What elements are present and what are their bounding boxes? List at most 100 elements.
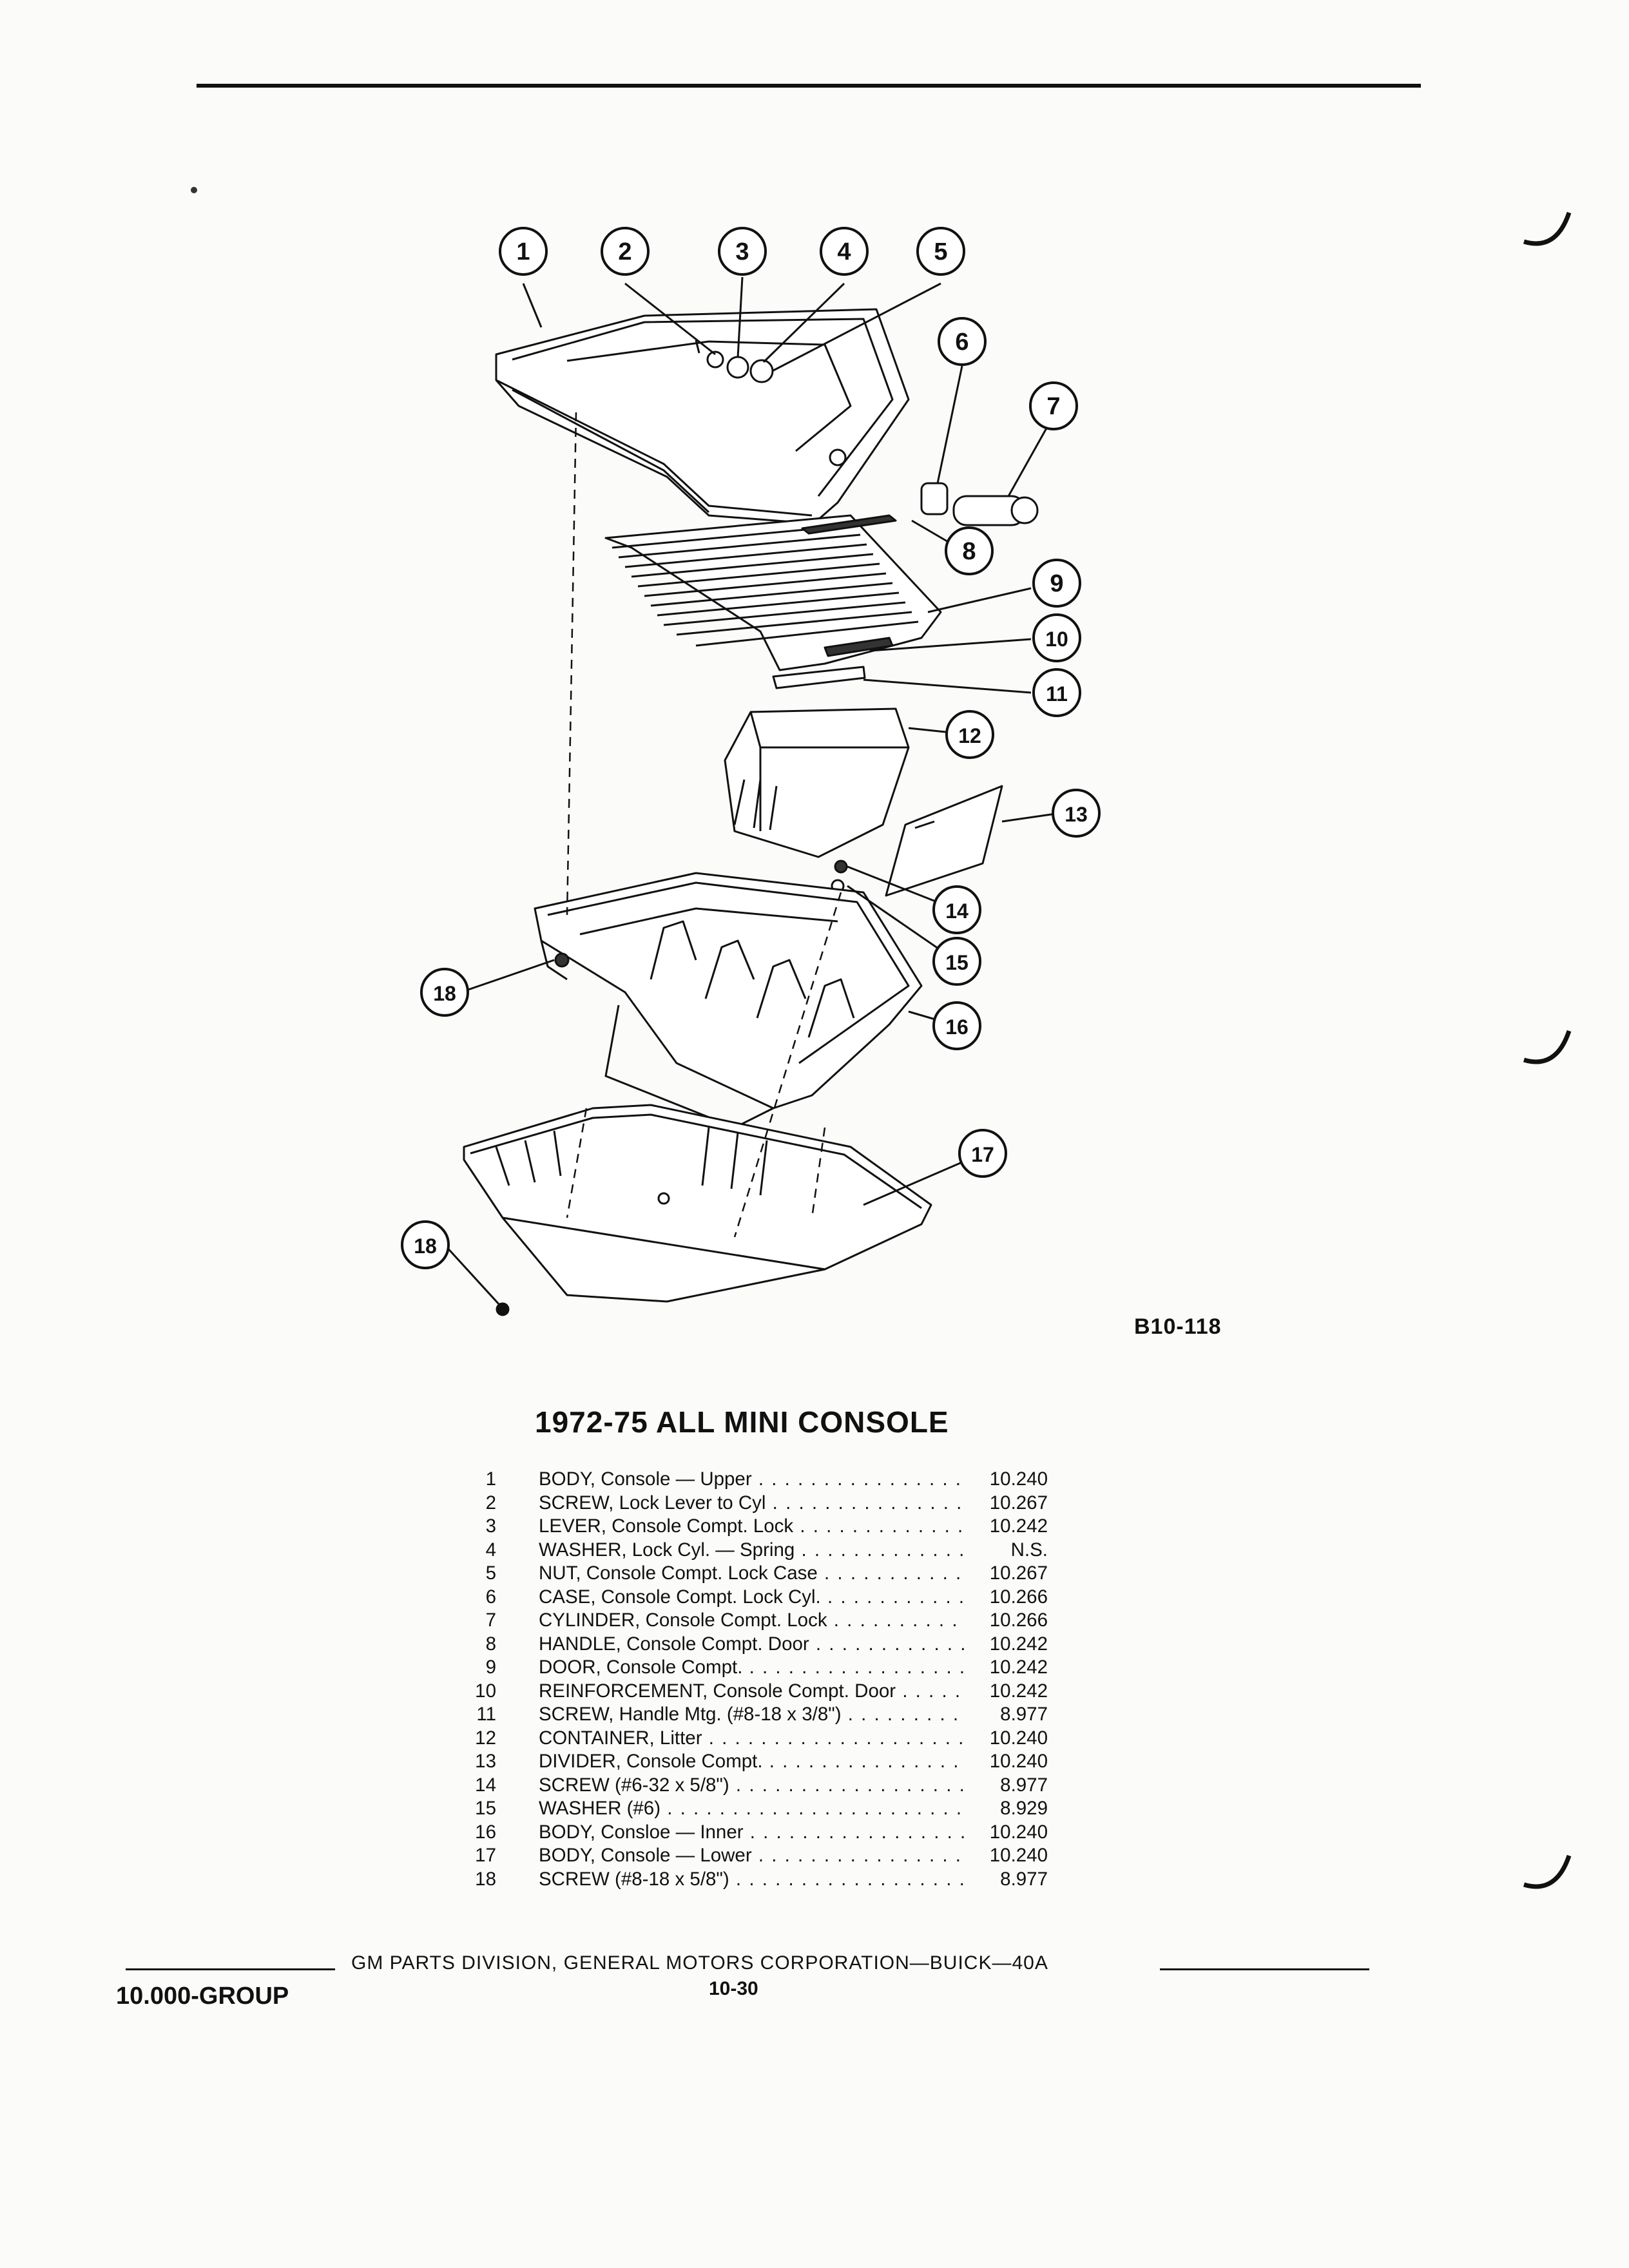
leader-dots: . . . . . . . . . . . . . . . . . . . . … [708,1727,964,1749]
leader-dots: . . . . . . . . . . . . . . . . . . . . … [847,1704,964,1725]
leader-dots: . . . . . . . . . . . . . . . . . . . . … [769,1751,964,1772]
part-description: SCREW (#6-32 x 5/8") . . . . . . . . . .… [539,1774,964,1798]
part-name: LEVER, Console Compt. Lock [539,1515,794,1537]
callout-label: 2 [618,238,631,265]
group-reference: 10.240 [989,1821,1048,1843]
leader-dots: . . . . . . . . . . . . . . . . . . . . … [827,1586,964,1608]
part-number: 7 [485,1610,496,1631]
binder-hole-mark [1523,1854,1572,1889]
callout-18: 18 [401,1220,450,1269]
part-number: 10 [475,1680,496,1702]
upper-console-body [495,308,910,526]
footer-rule-left [126,1968,335,1970]
group-reference: 10.240 [989,1468,1048,1490]
group-reference: 10.266 [989,1586,1048,1608]
callout-8: 8 [945,526,994,575]
part-number: 15 [475,1798,496,1819]
leader-dots: . . . . . . . . . . . . . . . . . . . . … [735,1774,964,1796]
group-reference: 10.267 [989,1562,1048,1584]
part-description: SCREW, Lock Lever to Cyl . . . . . . . .… [539,1492,964,1515]
group-reference: N.S. [1010,1539,1048,1561]
leader-dots: . . . . . . . . . . . . . . . . . . . . … [833,1610,964,1631]
part-number: 12 [475,1727,496,1749]
ink-dot [191,187,197,193]
part-name: CYLINDER, Console Compt. Lock [539,1610,827,1631]
leader-dots: . . . . . . . . . . . . . . . . . . . . … [667,1798,964,1819]
part-description: DOOR, Console Compt. . . . . . . . . . .… [539,1656,964,1680]
publisher-line: GM PARTS DIVISION, GENERAL MOTORS CORPOR… [351,1952,1048,1974]
group-reference: 10.242 [989,1657,1048,1678]
page-number: 10-30 [709,1978,758,1999]
callout-15: 15 [932,937,981,986]
callout-label: 8 [962,538,976,565]
page-title: 1972-75 ALL MINI CONSOLE [535,1405,949,1439]
callout-16: 16 [932,1001,981,1050]
inner-console-body [534,872,923,1129]
callout-label: 15 [945,951,969,974]
part-name: WASHER, Lock Cyl. — Spring [539,1539,795,1561]
callout-label: 18 [433,982,456,1005]
callout-label: 14 [945,899,969,923]
part-number: 1 [485,1468,496,1490]
part-row: 9 DOOR, Console Compt. . . . . . . . . . … [451,1656,1095,1680]
leader-dots: . . . . . . . . . . . . . . . . . . . . … [749,1657,964,1678]
group-label: 10.000-GROUP [116,1983,289,2010]
callout-label: 13 [1065,803,1088,826]
part-row: 1 BODY, Console — Upper . . . . . . . . .… [451,1468,1095,1492]
callout-4: 4 [820,227,869,276]
litter-container [724,707,910,858]
part-name: HANDLE, Console Compt. Door [539,1633,809,1655]
leader-dots: . . . . . . . . . . . . . . . . . . . . … [824,1562,964,1584]
part-description: HANDLE, Console Compt. Door . . . . . . … [539,1633,964,1657]
callout-10: 10 [1032,613,1081,662]
callout-18: 18 [420,968,469,1017]
callout-label: 9 [1050,570,1063,597]
part-number: 11 [476,1704,496,1725]
part-row: 17 BODY, Console — Lower . . . . . . . . … [451,1844,1095,1868]
leader-dots: . . . . . . . . . . . . . . . . . . . . … [801,1539,964,1561]
callout-label: 16 [945,1015,969,1039]
part-number: 9 [485,1657,496,1678]
callout-17: 17 [958,1129,1007,1178]
group-reference: 8.977 [1000,1774,1048,1796]
callout-1: 1 [499,227,548,276]
parts-list: 1 BODY, Console — Upper . . . . . . . . .… [451,1468,1095,1891]
part-number: 13 [475,1751,496,1772]
callout-label: 17 [971,1143,994,1166]
group-reference: 10.266 [989,1610,1048,1631]
group-reference: 10.242 [989,1633,1048,1655]
part-description: CONTAINER, Litter . . . . . . . . . . . … [539,1727,964,1751]
callout-label: 7 [1046,393,1060,420]
leader-dots: . . . . . . . . . . . . . . . . . . . . … [800,1515,964,1537]
part-number: 17 [475,1845,496,1866]
footer-rule-right [1160,1968,1369,1970]
group-reference: 8.977 [1000,1704,1048,1725]
part-name: CONTAINER, Litter [539,1727,702,1749]
part-row: 13 DIVIDER, Console Compt. . . . . . . . … [451,1750,1095,1774]
part-name: NUT, Console Compt. Lock Case [539,1562,818,1584]
part-description: BODY, Console — Upper . . . . . . . . . … [539,1468,964,1492]
callout-5: 5 [916,227,965,276]
lower-console-body [463,1104,932,1316]
leader-dots: . . . . . . . . . . . . . . . . . . . . … [758,1468,964,1490]
callout-label: 11 [1046,682,1068,706]
leader-dots: . . . . . . . . . . . . . . . . . . . . … [735,1868,964,1890]
part-name: DIVIDER, Console Compt. [539,1751,763,1772]
callout-11: 11 [1032,668,1081,717]
part-name: BODY, Console — Lower [539,1845,752,1866]
group-reference: 10.240 [989,1727,1048,1749]
part-number: 18 [475,1868,496,1890]
group-reference: 8.977 [1000,1868,1048,1890]
callout-12: 12 [945,710,994,759]
part-name: CASE, Console Compt. Lock Cyl. [539,1586,821,1608]
group-reference: 10.242 [989,1515,1048,1537]
part-description: BODY, Console — Lower . . . . . . . . . … [539,1844,964,1868]
